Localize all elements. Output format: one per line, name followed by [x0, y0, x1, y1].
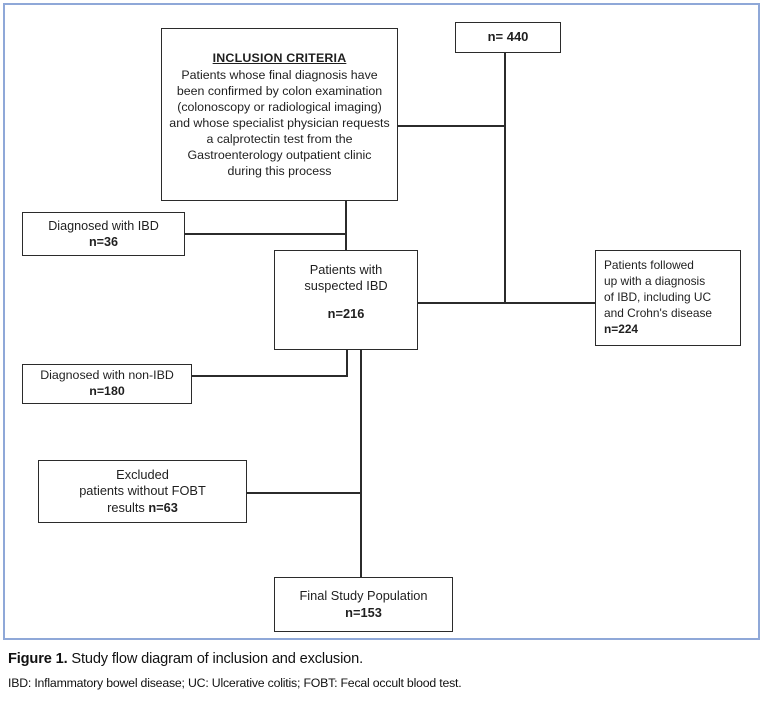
final-population-count: n=153 — [345, 604, 382, 620]
node-final-study-population: Final Study Population n=153 — [274, 577, 453, 632]
followed-up-line1: Patients followed — [604, 258, 694, 273]
excluded-line3-prefix: results — [107, 499, 149, 515]
connector-diagnosed-ibd-right — [185, 233, 347, 235]
inclusion-criteria-body: Patients whose final diagnosis have been… — [169, 67, 390, 179]
connector-total-to-branch — [504, 53, 506, 303]
connector-excluded-to-spine — [247, 492, 362, 494]
figure-title-text: Study flow diagram of inclusion and excl… — [67, 651, 364, 667]
node-diagnosed-with-non-ibd: Diagnosed with non-IBD n=180 — [22, 364, 192, 404]
diagnosed-ibd-label: Diagnosed with IBD — [48, 218, 159, 233]
figure-number-label: Figure 1. — [8, 651, 68, 667]
node-diagnosed-with-ibd: Diagnosed with IBD n=36 — [22, 212, 185, 256]
node-total-patients: n= 440 — [455, 22, 561, 53]
connector-inclusion-down — [345, 201, 347, 234]
followed-up-line3: of IBD, including UC — [604, 290, 712, 305]
node-total-label: n= 440 — [487, 29, 529, 45]
diagnosed-non-ibd-count: n=180 — [89, 384, 125, 398]
node-inclusion-criteria: INCLUSION CRITERIA Patients whose final … — [161, 28, 398, 201]
excluded-line3: results n=63 — [107, 500, 178, 516]
figure-caption: Figure 1. Study flow diagram of inclusio… — [8, 650, 760, 692]
followed-up-line4: and Crohn's disease — [604, 305, 713, 320]
followed-up-line2: up with a diagnosis — [604, 274, 706, 289]
connector-diagnosed-non-ibd-right — [192, 375, 348, 377]
followed-up-count: n=224 — [604, 321, 639, 336]
suspected-ibd-label-line2: suspected IBD — [304, 278, 388, 294]
excluded-count: n=63 — [148, 499, 178, 515]
suspected-ibd-label-line1: Patients with — [309, 262, 383, 277]
connector-suspected-to-final-spine — [360, 350, 362, 578]
node-excluded-patients: Excluded patients without FOBT results n… — [38, 460, 247, 523]
final-population-label: Final Study Population — [299, 588, 428, 604]
connector-into-suspected-top — [345, 233, 347, 251]
caption-abbreviations: IBD: Inflammatory bowel disease; UC: Ulc… — [8, 675, 462, 690]
caption-main-line: Figure 1. Study flow diagram of inclusio… — [8, 650, 760, 670]
flow-diagram: n= 440 INCLUSION CRITERIA Patients whose… — [22, 22, 741, 632]
excluded-line1: Excluded — [116, 466, 169, 482]
connector-inclusion-to-total-spine — [398, 125, 506, 127]
node-suspected-ibd: Patients with suspected IBD n=216 — [274, 250, 418, 350]
diagnosed-ibd-count: n=36 — [88, 235, 119, 249]
connector-non-ibd-to-suspected-bottom — [346, 350, 348, 376]
diagnosed-non-ibd-label: Diagnosed with non-IBD — [40, 368, 174, 383]
suspected-ibd-count: n=216 — [327, 305, 365, 321]
connector-suspected-to-followed-up — [418, 302, 596, 304]
inclusion-criteria-heading: INCLUSION CRITERIA — [212, 50, 347, 65]
node-followed-up-ibd: Patients followed up with a diagnosis of… — [595, 250, 741, 346]
excluded-line2: patients without FOBT — [79, 483, 206, 499]
